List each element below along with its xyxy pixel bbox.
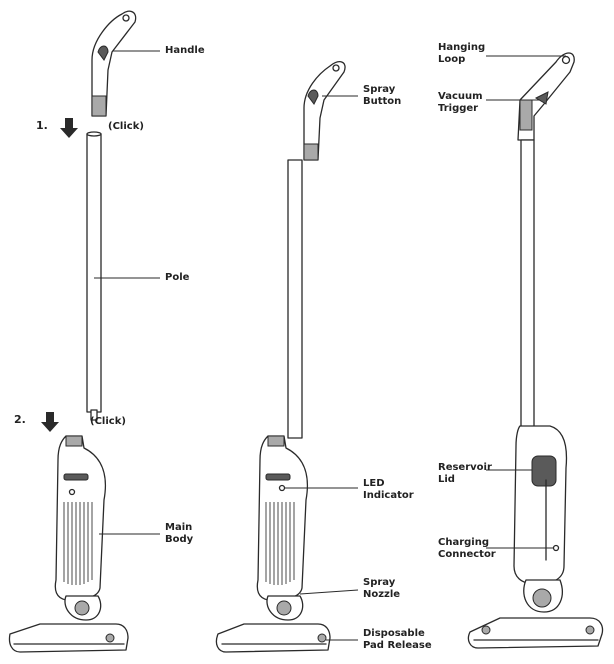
label-vacuum-trigger-line2: Trigger: [438, 103, 479, 114]
label-reservoir-lid-line2: Lid: [438, 474, 455, 485]
label-led-indicator: LED Indicator: [363, 478, 414, 502]
label-charging-connector: Charging Connector: [438, 537, 496, 561]
label-vacuum-trigger: Vacuum Trigger: [438, 91, 483, 115]
label-reservoir-lid: Reservoir Lid: [438, 462, 492, 486]
label-spray-nozzle: Spray Nozzle: [363, 577, 400, 601]
label-led-indicator-line1: LED: [363, 478, 385, 489]
label-led-indicator-line2: Indicator: [363, 490, 414, 501]
reservoir-lid-part: [531, 455, 557, 487]
handle-part: [91, 10, 137, 117]
label-pad-release: Disposable Pad Release: [363, 628, 432, 652]
label-hanging-loop-line2: Loop: [438, 54, 466, 65]
label-spray-button: Spray Button: [363, 84, 401, 108]
label-spray-button-line2: Button: [363, 96, 402, 107]
label-spray-nozzle-line2: Nozzle: [363, 589, 401, 600]
step-2-number: 2.: [14, 413, 26, 426]
body-grille: [265, 502, 295, 585]
arrow-down-icon: [60, 118, 78, 138]
label-main-body-line1: Main: [165, 522, 193, 533]
label-hanging-loop-line1: Hanging: [438, 42, 486, 53]
label-pad-release-line2: Pad Release: [363, 640, 432, 651]
figure-front: [215, 61, 346, 653]
label-reservoir-lid-line1: Reservoir: [438, 462, 492, 473]
step-1-number: 1.: [36, 119, 48, 132]
label-spray-button-line1: Spray: [363, 84, 396, 95]
body-grille: [63, 502, 93, 585]
label-vacuum-trigger-line1: Vacuum: [438, 91, 483, 102]
label-main-body: Main Body: [165, 522, 193, 546]
main-body-part: [513, 425, 568, 585]
handle-grip: [97, 45, 109, 61]
arrow-down-icon: [41, 412, 59, 432]
label-charging-connector-line2: Connector: [438, 549, 496, 560]
label-pole: Pole: [165, 272, 190, 283]
pole-part: [287, 159, 303, 439]
click-note-2: (Click): [90, 416, 126, 427]
label-main-body-line2: Body: [165, 534, 194, 545]
vacuum-trigger-part: [534, 91, 549, 105]
handle-part: [303, 61, 346, 161]
pole-part: [520, 139, 535, 429]
click-note-1: (Click): [108, 121, 144, 132]
pole-part: [86, 133, 102, 413]
label-hanging-loop: Hanging Loop: [438, 42, 485, 66]
figure-side: [467, 52, 604, 649]
mop-head: [8, 623, 129, 653]
label-handle: Handle: [165, 45, 205, 56]
mop-head: [215, 623, 331, 653]
label-pad-release-line1: Disposable: [363, 628, 425, 639]
label-charging-connector-line1: Charging: [438, 537, 490, 548]
figure-assembly: [8, 10, 137, 653]
label-spray-nozzle-line1: Spray: [363, 577, 396, 588]
